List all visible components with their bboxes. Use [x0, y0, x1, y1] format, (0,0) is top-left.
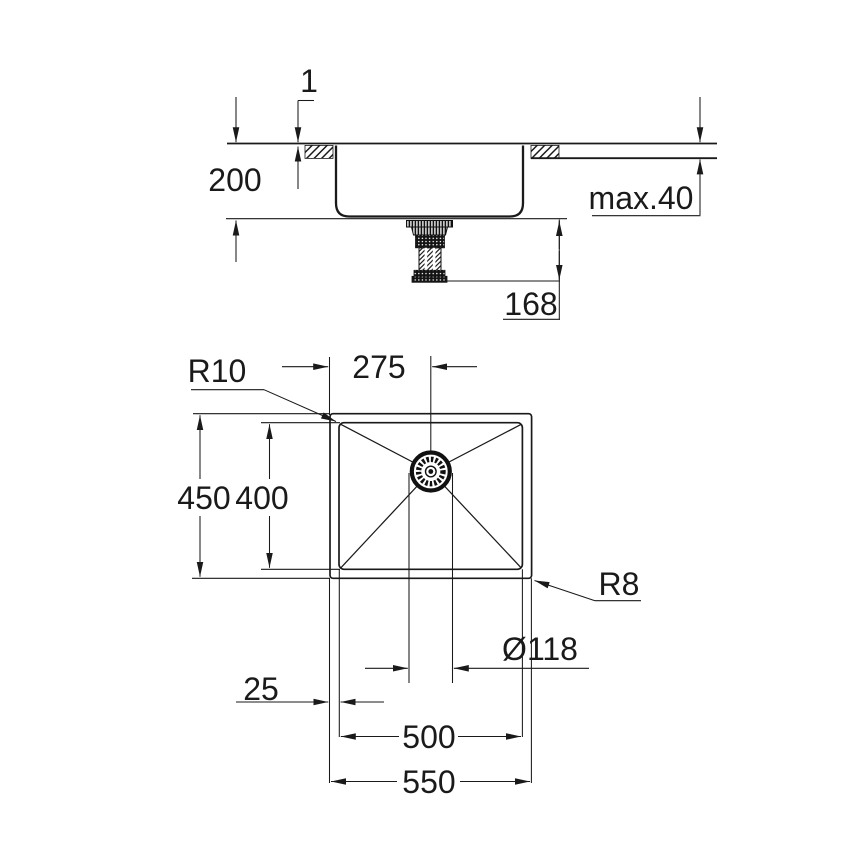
leader-outer-corner-radius-r8 [534, 580, 641, 602]
dim-label-drain-diameter: Ø118 [502, 631, 578, 667]
countertop-hatch-left [304, 144, 334, 159]
dim-label-bowl-inner-width: 500 [402, 719, 455, 755]
dimension-counter-thickness-max40 [592, 97, 704, 217]
dim-label-overall-depth: 450 [177, 480, 230, 516]
drain-center-dot [428, 469, 434, 474]
drain-outlet-plan [409, 450, 452, 493]
dim-label-rim-margin: 25 [243, 671, 279, 707]
leader-inner-corner-radius-r10 [191, 389, 337, 422]
plan-view: 275 450 400 25 Ø118 500 [177, 349, 641, 800]
dim-label-bowl-inner-depth: 400 [235, 480, 288, 516]
drain-assembly-section [406, 220, 453, 283]
drain-bottom-cap [411, 275, 448, 283]
drain-flange-taper [410, 226, 449, 236]
sink-bowl-section-outline [334, 145, 525, 218]
dim-label-inner-corner-radius: R10 [188, 353, 247, 389]
countertop-hatch-right [530, 144, 560, 159]
drain-pipe-bore-left [424, 247, 428, 272]
dim-label-outer-corner-radius: R8 [599, 566, 640, 602]
drain-flange [406, 220, 453, 228]
dim-label-rim-height: 1 [300, 63, 318, 99]
dim-label-counter-thickness: max.40 [589, 180, 694, 216]
dimension-drain-height-168 [503, 219, 563, 320]
section-view: 200 1 max.40 168 [208, 63, 717, 322]
drain-locknut-upper [415, 234, 445, 249]
drain-threaded-pipe [418, 247, 442, 272]
dim-label-drain-offset: 275 [352, 349, 405, 385]
dim-label-bowl-depth: 200 [208, 162, 261, 198]
dimension-rim-height-1 [294, 99, 314, 189]
dim-label-drain-height: 168 [504, 286, 557, 322]
dim-label-overall-width: 550 [402, 764, 455, 800]
extension-lines [192, 356, 532, 783]
drain-pipe-bore-right [432, 247, 436, 272]
